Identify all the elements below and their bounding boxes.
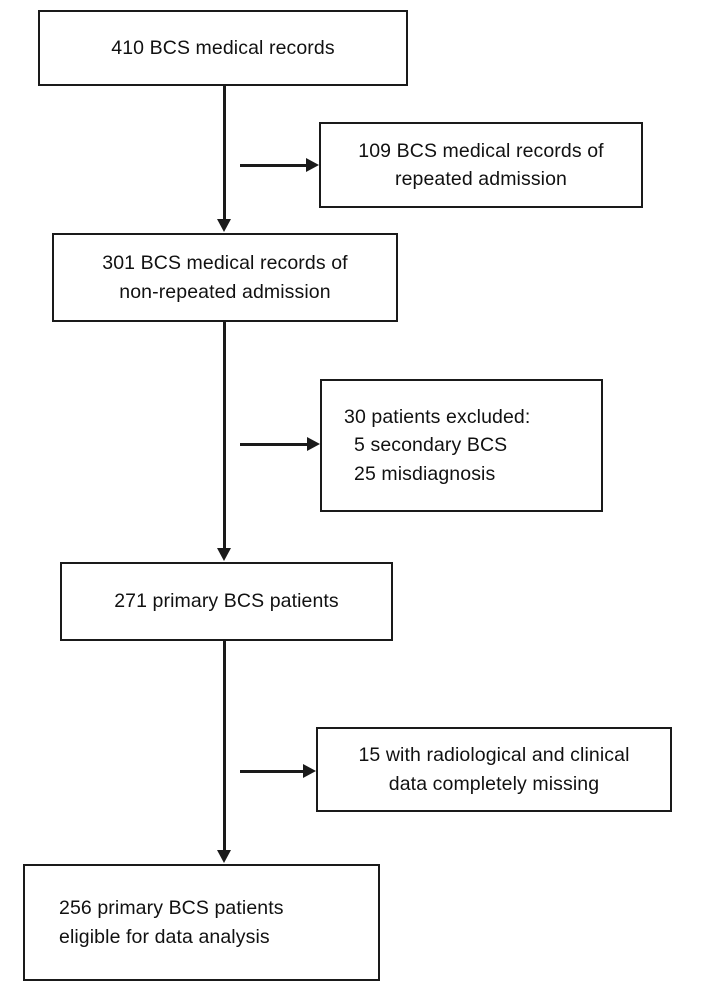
node-eligible-patients: 256 primary BCS patients eligible for da… xyxy=(23,864,380,981)
connector-total-to-nonrepeated xyxy=(223,86,226,220)
node-excluded-missing-data-line1: 15 with radiological and clinical xyxy=(358,744,630,767)
node-excluded-repeated-line2: repeated admission xyxy=(395,168,567,190)
connector-total-to-repeated-excluded xyxy=(240,164,306,167)
node-primary-patients: 271 primary BCS patients xyxy=(60,562,393,641)
arrowhead-primary-to-missing-data xyxy=(303,764,316,778)
arrowhead-nonrepeated-to-patients-excluded xyxy=(307,437,320,451)
node-excluded-patients-line1: 30 patients excluded: xyxy=(344,406,531,429)
node-eligible-patients-line1: 256 primary BCS patients xyxy=(59,897,284,920)
arrowhead-total-to-nonrepeated xyxy=(217,219,231,232)
node-primary-patients-line1: 271 primary BCS patients xyxy=(114,590,339,613)
connector-primary-to-eligible xyxy=(223,641,226,851)
node-excluded-patients: 30 patients excluded: 5 secondary BCS 25… xyxy=(320,379,603,512)
arrowhead-primary-to-eligible xyxy=(217,850,231,863)
connector-nonrepeated-to-primary xyxy=(223,322,226,549)
node-excluded-repeated-line1: 109 BCS medical records of xyxy=(358,139,604,162)
node-excluded-missing-data: 15 with radiological and clinical data c… xyxy=(316,727,672,812)
node-excluded-patients-line3: 25 misdiagnosis xyxy=(354,462,496,485)
node-non-repeated-records: 301 BCS medical records of non-repeated … xyxy=(52,233,398,322)
node-excluded-patients-line2: 5 secondary BCS xyxy=(354,434,508,457)
node-total-records: 410 BCS medical records xyxy=(38,10,408,86)
arrowhead-nonrepeated-to-primary xyxy=(217,548,231,561)
node-total-records-line1: 410 BCS medical records xyxy=(111,36,335,59)
node-eligible-patients-line2: eligible for data analysis xyxy=(59,925,270,948)
node-excluded-repeated-admission: 109 BCS medical records of repeated admi… xyxy=(319,122,643,208)
connector-nonrepeated-to-patients-excluded xyxy=(240,443,307,446)
node-excluded-missing-data-line2: data completely missing xyxy=(388,772,600,795)
node-non-repeated-line2: non-repeated admission xyxy=(119,280,331,303)
node-non-repeated-line1: 301 BCS medical records of xyxy=(102,252,348,275)
connector-primary-to-missing-data xyxy=(240,770,303,773)
arrowhead-total-to-repeated-excluded xyxy=(306,158,319,172)
